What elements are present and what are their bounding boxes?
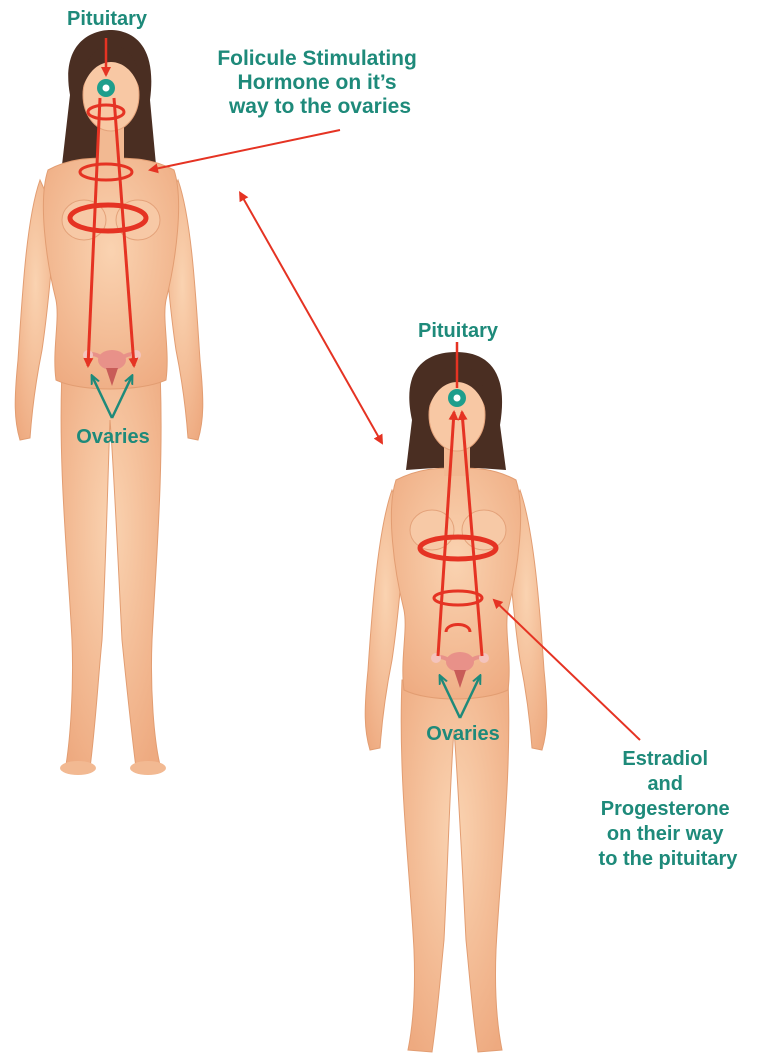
right-hormone-label-line: on their way bbox=[607, 823, 725, 845]
left-pituitary-label: Pituitary bbox=[67, 8, 148, 30]
right-hormone-label-line: Estradiol bbox=[622, 748, 708, 770]
left-pituitary-marker-icon bbox=[97, 79, 115, 97]
right-label-pointer-arrow bbox=[494, 600, 640, 740]
right-breast-r bbox=[462, 510, 506, 550]
right-pituitary-marker-icon bbox=[448, 389, 466, 407]
right-pituitary-label: Pituitary bbox=[418, 320, 499, 342]
right-hormone-label-line: and bbox=[647, 773, 683, 795]
feedback-loop-double-arrow bbox=[243, 198, 382, 443]
left-foot-right bbox=[130, 761, 166, 775]
left-body-figure bbox=[15, 30, 203, 775]
left-hormone-label-line: way to the ovaries bbox=[228, 95, 411, 118]
right-body-figure bbox=[365, 352, 547, 1052]
right-hormone-label: Estradiol and Progesterone on their way … bbox=[599, 748, 739, 870]
right-ovaries-label: Ovaries bbox=[426, 723, 499, 745]
right-hormone-label-line: Progesterone bbox=[601, 798, 730, 820]
right-hormone-label-line: to the pituitary bbox=[599, 848, 739, 870]
left-label-pointer-arrow bbox=[150, 130, 340, 170]
left-hormone-label-line: Folicule Stimulating bbox=[217, 47, 417, 70]
left-hormone-label: Folicule Stimulating Hormone on it’s way… bbox=[217, 47, 422, 118]
left-hormone-label-line: Hormone on it’s bbox=[238, 71, 397, 94]
left-foot-left bbox=[60, 761, 96, 775]
left-ovaries-label: Ovaries bbox=[76, 426, 149, 448]
